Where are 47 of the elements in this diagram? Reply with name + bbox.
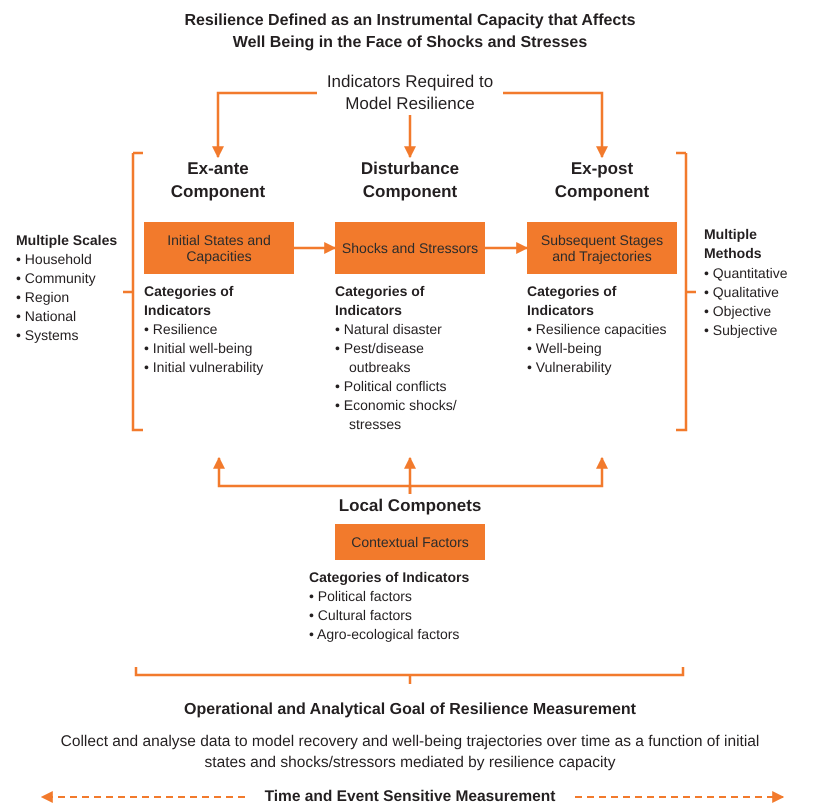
- process-box: Contextual Factors: [335, 524, 485, 560]
- list-item: • Resilience: [144, 320, 218, 339]
- list-heading: Categories of Indicators: [144, 282, 234, 320]
- list-item: • Quantitative: [704, 264, 789, 283]
- list-item: • Resilience capacities: [527, 320, 668, 339]
- list-item: • Political factors: [309, 587, 413, 606]
- section-heading: Operational and Analytical Goal of Resilience Measurement: [183, 700, 637, 719]
- list-item: • Agro-ecological factors: [309, 625, 460, 644]
- list-item: • Systems: [16, 326, 80, 345]
- list-heading: Multiple Scales: [16, 231, 118, 250]
- list-item: • Community: [16, 269, 97, 288]
- section-heading: Local Componets: [305, 494, 515, 517]
- arrow: [503, 92, 608, 158]
- list-item: • Initial vulnerability: [144, 358, 264, 377]
- list-item: • Region: [16, 288, 70, 307]
- arrow: [404, 115, 416, 158]
- list-heading: Categories of Indicators: [335, 282, 426, 320]
- process-box: Initial States and Capacities: [144, 222, 294, 274]
- list-item: • Well-being: [527, 339, 603, 358]
- list-item: • Pest/disease outbreaks: [335, 339, 425, 377]
- list-item: • Cultural factors: [309, 606, 413, 625]
- column-heading: Ex-post Component: [527, 157, 677, 203]
- list-item: • Household: [16, 250, 93, 269]
- list-item: • National: [16, 307, 78, 326]
- header-text: Indicators Required to Model Resilience: [317, 71, 503, 115]
- list-heading: Multiple Methods: [704, 225, 763, 263]
- list-item: • Qualitative: [704, 283, 780, 302]
- list-item: • Political conflicts: [335, 377, 448, 396]
- process-box: Subsequent Stages and Trajectories: [527, 222, 677, 274]
- column-heading: Disturbance Component: [335, 157, 485, 203]
- description-text: Collect and analyse data to model recovery and well-being trajectories over time as a function of initial states and shocks/stressors mediated by resilience capacity: [60, 732, 760, 773]
- column-heading: Ex-ante Component: [143, 157, 293, 203]
- list-item: • Subjective: [704, 321, 778, 340]
- arrow: [212, 92, 317, 158]
- list-heading: Categories of Indicators: [527, 282, 618, 320]
- list-heading: Categories of Indicators: [309, 568, 470, 587]
- arrow: [408, 456, 608, 494]
- axis-label: Time and Event Sensitive Measurement: [264, 787, 556, 805]
- list-item: • Objective: [704, 302, 772, 321]
- diagram-title: Resilience Defined as an Instrumental Capacity that Affects Well Being in the Face of Shocks and Stresses: [183, 11, 637, 53]
- process-box: Shocks and Stressors: [335, 222, 485, 274]
- arrow: [485, 242, 528, 254]
- arrow: [294, 242, 336, 254]
- list-item: • Economic shocks/ stresses: [335, 396, 458, 434]
- list-item: • Initial well-being: [144, 339, 254, 358]
- list-item: • Vulnerability: [527, 358, 613, 377]
- list-item: • Natural disaster: [335, 320, 443, 339]
